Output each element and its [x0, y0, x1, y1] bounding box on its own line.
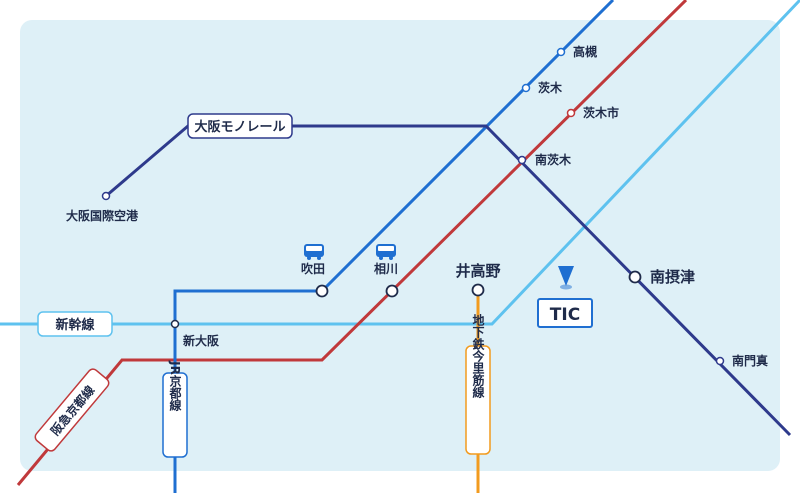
shinkansen-label: 新幹線	[55, 317, 95, 333]
station-suita-label: 吹田	[301, 261, 325, 276]
station-suita-marker[interactable]	[315, 284, 329, 298]
tic-label: TIC	[550, 305, 580, 325]
station-ibaraki-label: 茨木	[538, 80, 563, 95]
station-minamimon-label: 南門真	[732, 353, 768, 368]
station-minamimon-marker[interactable]	[715, 356, 725, 366]
station-shinosaka-label: 新大阪	[183, 333, 220, 348]
location-pin-icon	[558, 266, 574, 286]
tic-badge	[537, 298, 593, 328]
station-ibaraki-marker[interactable]	[521, 83, 531, 93]
station-ibarakishi-marker[interactable]	[566, 108, 576, 118]
shinkansen-line	[0, 0, 800, 326]
tic-marker[interactable]: TIC	[537, 266, 593, 328]
station-takatsuki-marker[interactable]	[556, 47, 566, 57]
station-aikawa-marker[interactable]	[385, 284, 399, 298]
station-idakano-label: 井高野	[455, 262, 500, 280]
shinkansen-label-badge: 新幹線	[37, 311, 113, 337]
station-minamiibaraki-label: 南茨木	[535, 152, 572, 167]
monorail-label: 大阪モノレール	[194, 119, 285, 135]
bus-icon	[304, 244, 324, 260]
map-background	[20, 20, 780, 471]
jr-kyoto-label: JR京都線	[168, 360, 182, 411]
station-osaka-airport-label: 大阪国際空港	[66, 208, 139, 223]
station-minamisettsu-label: 南摂津	[650, 268, 695, 286]
monorail-label-badge: 大阪モノレール	[187, 113, 293, 139]
imazatosuji-label-badge: 地下鉄今里筋線	[465, 313, 491, 455]
station-aikawa-label: 相川	[374, 261, 398, 276]
station-osaka-airport-marker[interactable]	[101, 191, 111, 201]
station-minamisettsu-marker[interactable]	[628, 270, 642, 284]
jr-kyoto-label-badge: JR京都線	[162, 360, 188, 458]
station-ibarakishi-label: 茨木市	[583, 105, 619, 120]
station-idakano-marker[interactable]	[471, 283, 485, 297]
station-shinosaka-marker[interactable]	[170, 319, 180, 329]
imazatosuji-label: 地下鉄今里筋線	[471, 313, 485, 399]
bus-icon	[376, 244, 396, 260]
station-minamiibaraki-marker[interactable]	[517, 155, 527, 165]
station-takatsuki-label: 高槻	[573, 44, 597, 59]
